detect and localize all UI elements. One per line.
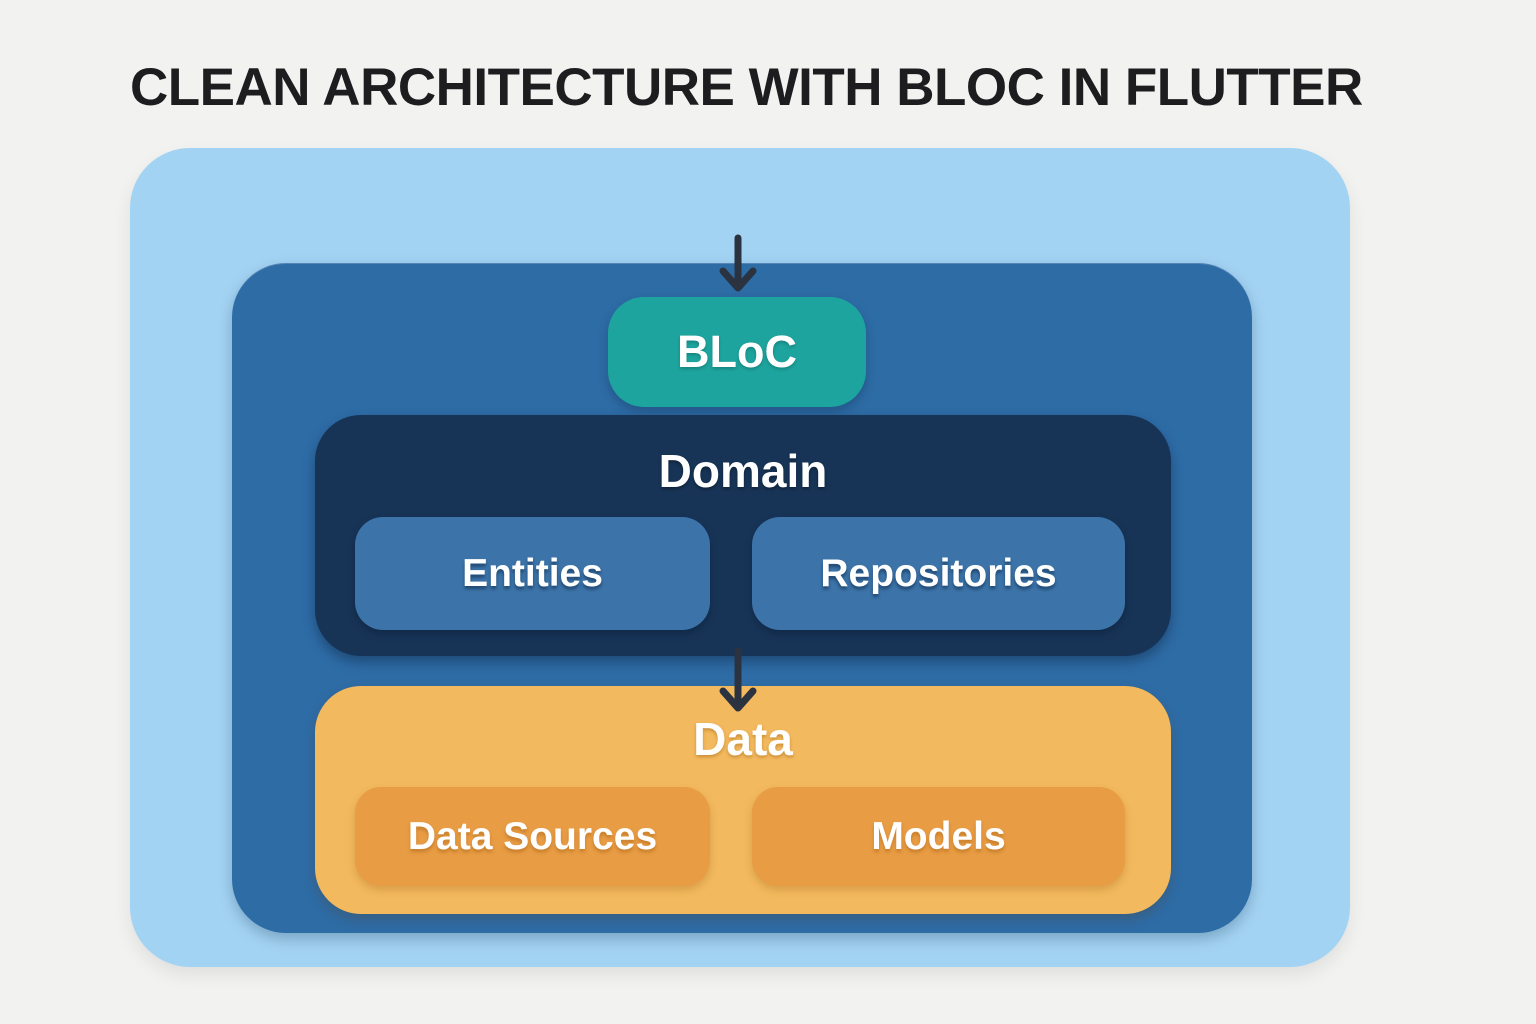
models-node-label: Models [871, 815, 1006, 858]
bloc-node-label: BLoC [677, 326, 797, 377]
repositories-node-label: Repositories [820, 552, 1057, 595]
diagram-title: CLEAN ARCHITECTURE WITH BLOC IN FLUTTER [130, 58, 1363, 117]
models-node: Models [752, 787, 1125, 886]
data-sources-node: Data Sources [355, 787, 710, 886]
data-layer-label: Data [693, 713, 793, 765]
repositories-node: Repositories [752, 517, 1125, 630]
entities-node: Entities [355, 517, 710, 630]
domain-layer: Domain Entities Repositories [315, 415, 1171, 656]
entities-node-label: Entities [462, 552, 603, 595]
arrow-down-icon [719, 648, 757, 712]
bloc-node: BLoC [608, 297, 866, 407]
arrow-down-icon [719, 234, 757, 292]
data-sources-node-label: Data Sources [407, 815, 658, 858]
data-layer: Data Data Sources Models [315, 686, 1171, 914]
domain-layer-label: Domain [658, 445, 828, 497]
